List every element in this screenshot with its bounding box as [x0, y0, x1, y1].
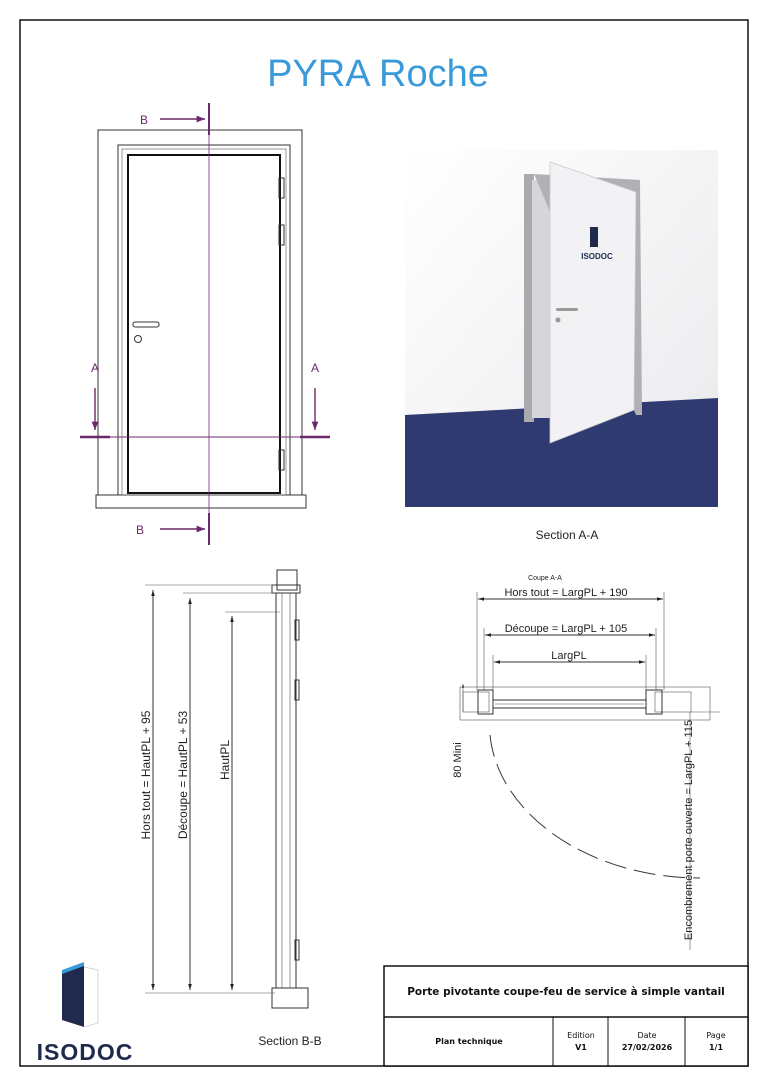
page-title: PYRA Roche	[267, 53, 489, 95]
label-a-left: A	[91, 361, 99, 375]
dim-hors-tout-haut: Hors tout = HautPL + 95	[139, 710, 153, 839]
door-handle	[132, 321, 160, 343]
coupe-aa-title: Coupe A-A	[528, 575, 562, 582]
hinge	[278, 449, 285, 471]
hinge	[278, 224, 285, 246]
render-caption: Section A-A	[536, 528, 599, 542]
label-b-top: B	[140, 113, 148, 127]
dim-larg-pl: LargPL	[551, 650, 586, 662]
label-a-right: A	[311, 361, 319, 375]
title-block: Porte pivotante coupe-feu de service à s…	[383, 965, 749, 1067]
edition-value: V1	[575, 1043, 587, 1052]
dim-decoupe-larg: Découpe = LargPL + 105	[505, 623, 628, 635]
isodoc-logo: ISODOC	[37, 962, 134, 1065]
dim-80-mini: 80 Mini	[452, 742, 464, 777]
section-bb-drawing: Hors tout = HautPL + 95 Découpe = HautPL…	[139, 569, 309, 1009]
date-label: Date	[637, 1031, 656, 1040]
edition-label: Edition	[567, 1031, 595, 1040]
date-value: 27/02/2026	[622, 1043, 673, 1052]
dim-decoupe-haut: Découpe = HautPL + 53	[176, 711, 190, 840]
door-logo-text: ISODOC	[581, 252, 613, 261]
dim-haut-pl: HautPL	[218, 740, 232, 780]
logo-text: ISODOC	[37, 1039, 134, 1065]
section-aa-drawing: Coupe A-A Hors tout = LargPL + 190 Décou…	[452, 575, 720, 950]
hinge	[278, 177, 285, 199]
dim-hors-tout-larg: Hors tout = LargPL + 190	[504, 587, 627, 599]
label-b-bottom: B	[136, 523, 144, 537]
front-elevation: B B A A	[80, 103, 330, 545]
section-bb-caption: Section B-B	[258, 1034, 321, 1048]
doc-type: Plan technique	[435, 1037, 503, 1046]
door-swing-arc	[489, 734, 701, 879]
dim-encombrement: Encombrement porte ouverte = LargPL + 11…	[683, 720, 695, 940]
page-value: 1/1	[709, 1043, 723, 1052]
drawing-description: Porte pivotante coupe-feu de service à s…	[407, 986, 725, 998]
page-label: Page	[706, 1031, 725, 1040]
door-render-image: ISODOC	[405, 150, 718, 507]
